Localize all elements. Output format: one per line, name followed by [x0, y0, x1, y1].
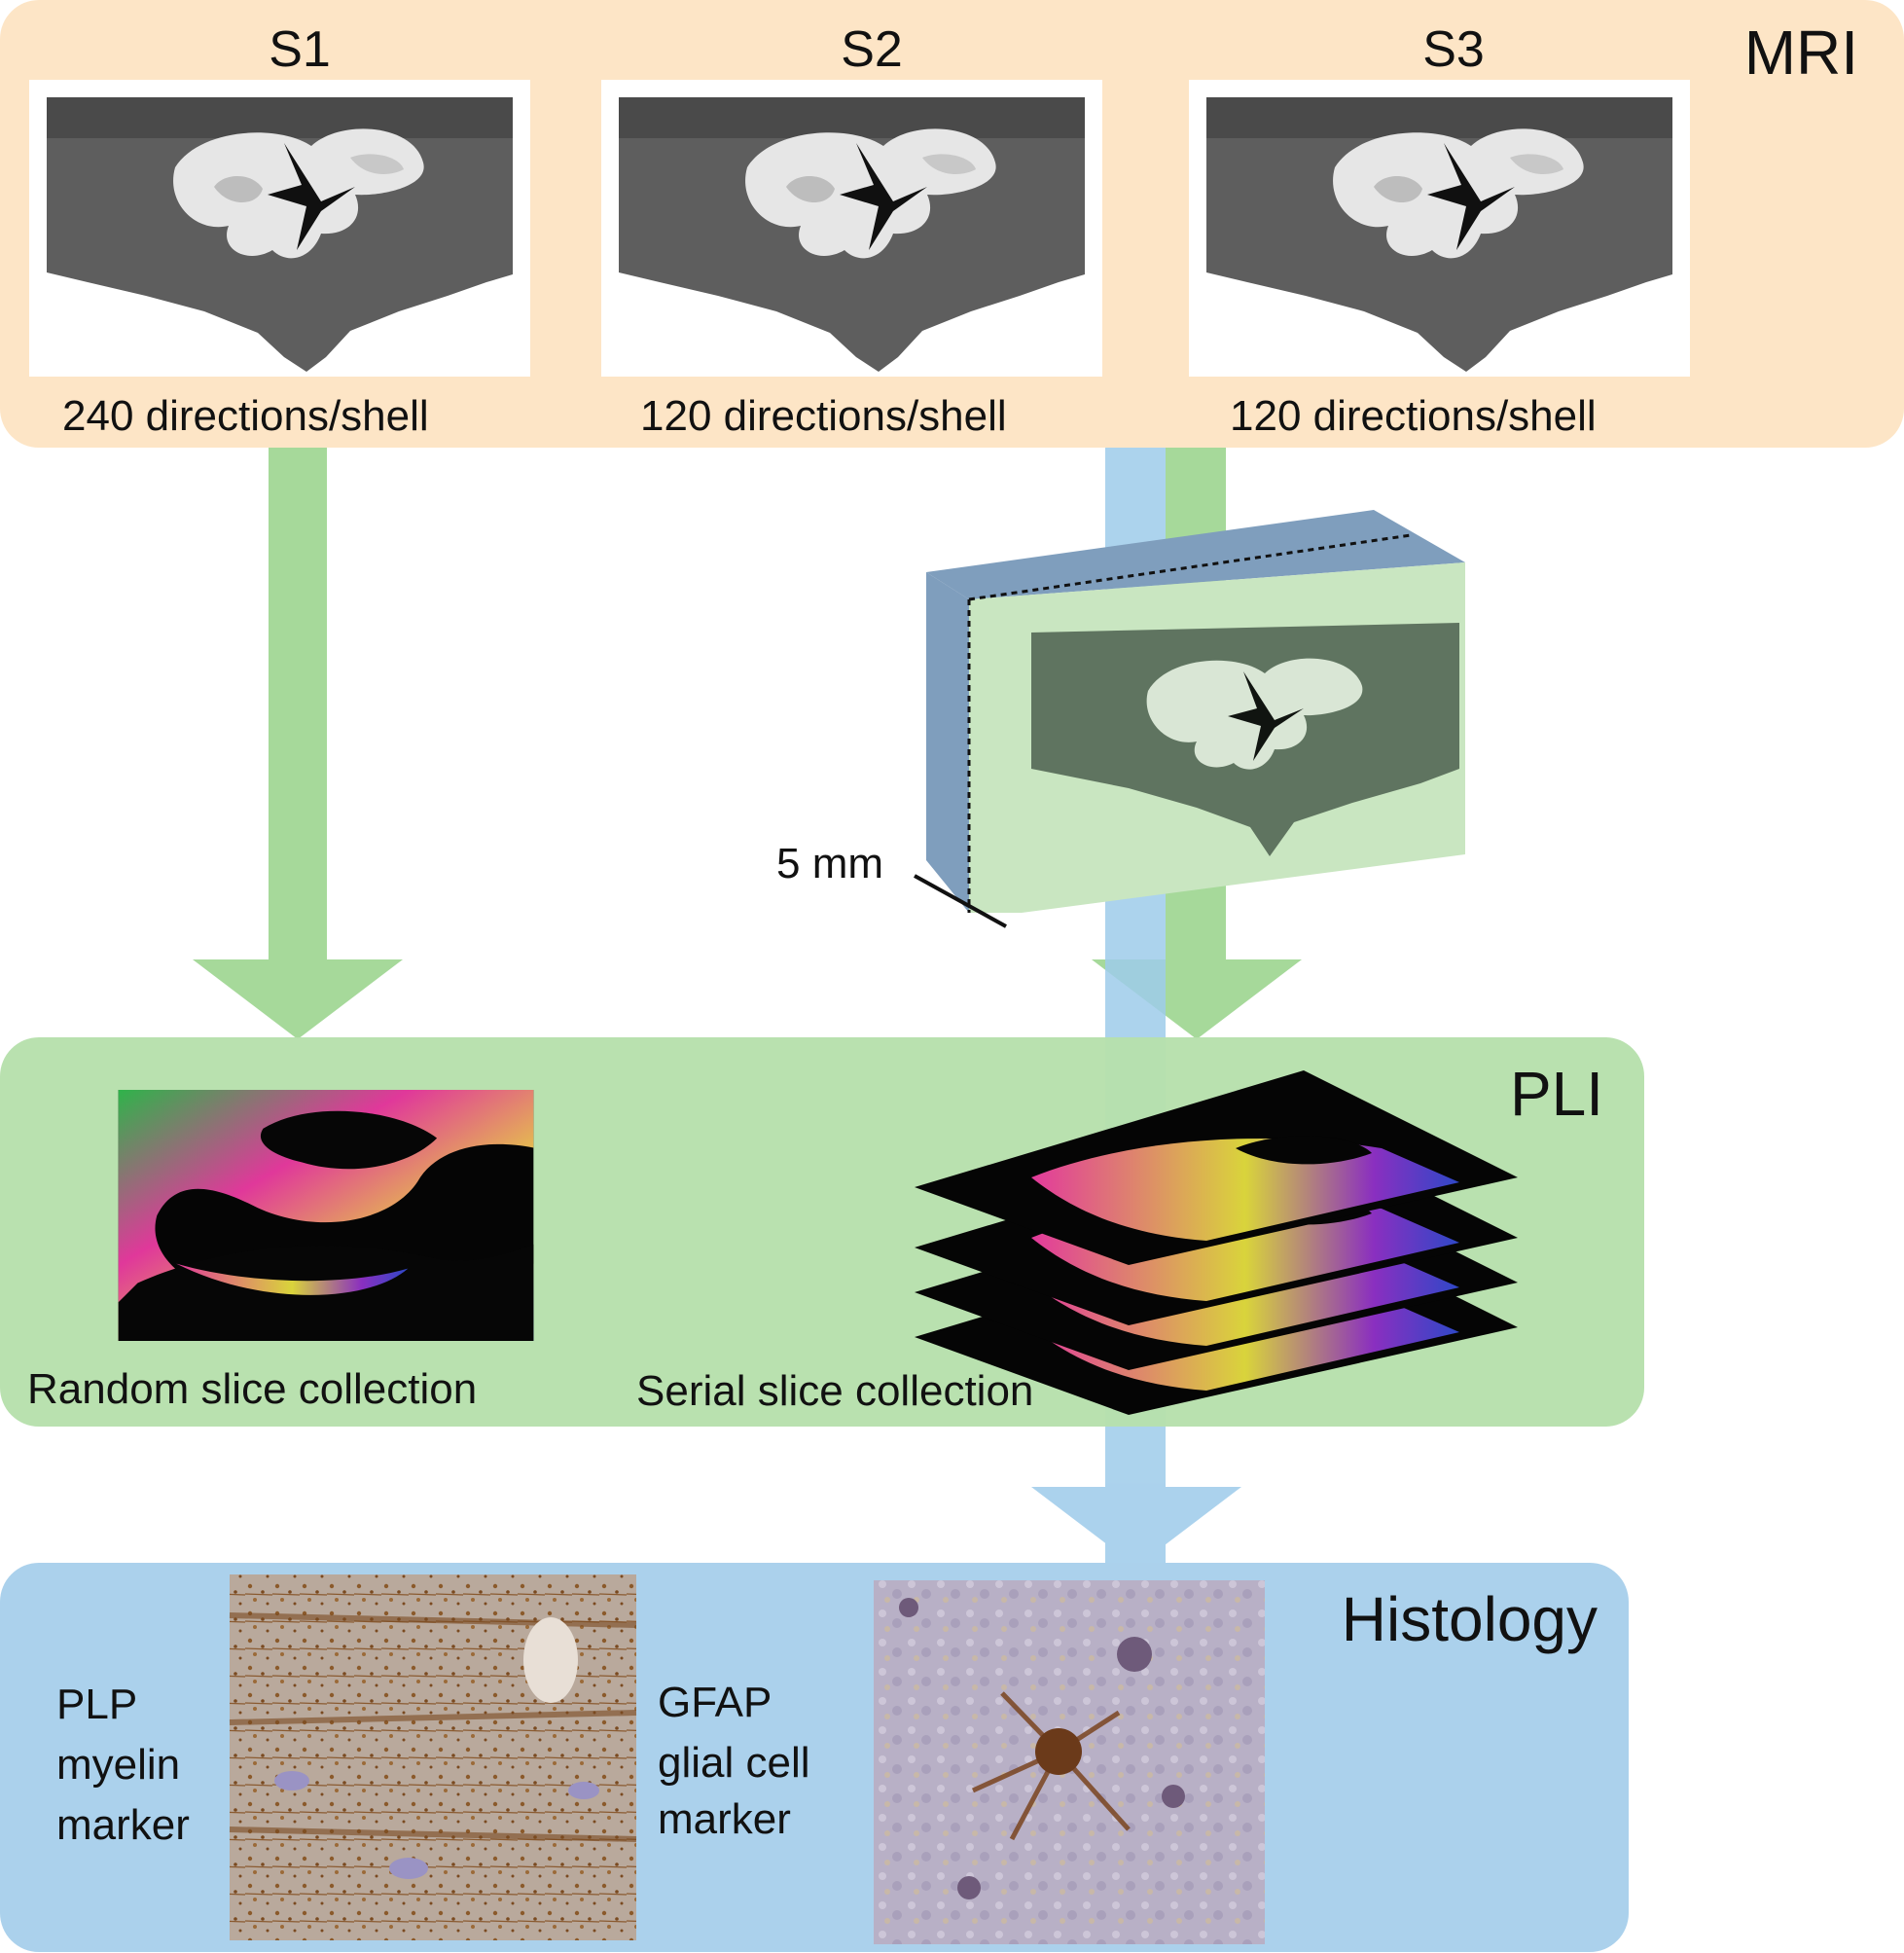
random-slice-caption: Random slice collection [27, 1365, 477, 1413]
scan-caption-s3: 120 directions/shell [1230, 392, 1597, 440]
serial-slice-caption: Serial slice collection [636, 1367, 1033, 1415]
gfap-label-line2: glial cell [658, 1739, 810, 1787]
block-top-face [926, 510, 1465, 599]
mri-scan-s3: S3 120 directions/shell [1189, 21, 1690, 440]
mri-scan-s2: S2 120 directions/shell [601, 21, 1102, 440]
gfap-label-line1: GFAP [658, 1679, 772, 1726]
scan-title-s2: S2 [841, 21, 903, 78]
histology-label: Histology [1342, 1584, 1598, 1654]
scan-title-s1: S1 [269, 21, 331, 78]
pli-panel: PLI Random slice collection Serial slice… [0, 1037, 1644, 1427]
scale-bar [914, 874, 1007, 928]
pli-label: PLI [1510, 1059, 1603, 1129]
histology-panel: Histology PLP myelin marker [0, 1563, 1629, 1952]
plp-label-line2: myelin [56, 1741, 180, 1789]
mri-panel: MRI S1 240 directions/shell S2 120 direc… [0, 0, 1904, 448]
scan-title-s3: S3 [1422, 21, 1485, 78]
scale-label: 5 mm [776, 840, 883, 887]
tissue-block: 5 mm [776, 510, 1465, 928]
gfap-stain-image [874, 1580, 1265, 1944]
block-side-face [926, 572, 969, 913]
plp-stain-image [229, 1574, 637, 1940]
scan-caption-s2: 120 directions/shell [640, 392, 1007, 440]
mri-image-s1 [29, 80, 530, 377]
plp-label-line1: PLP [56, 1681, 137, 1728]
plp-label-line3: marker [56, 1801, 190, 1849]
mri-label: MRI [1744, 18, 1858, 88]
random-slice-image [118, 1090, 534, 1341]
mri-scan-s1: S1 240 directions/shell [29, 21, 530, 440]
scan-caption-s1: 240 directions/shell [62, 392, 429, 440]
gfap-label-line3: marker [658, 1795, 791, 1843]
mri-image-s2 [601, 80, 1102, 377]
mri-image-s3 [1189, 80, 1690, 377]
arrow-mri-to-random-slices [193, 446, 403, 1039]
